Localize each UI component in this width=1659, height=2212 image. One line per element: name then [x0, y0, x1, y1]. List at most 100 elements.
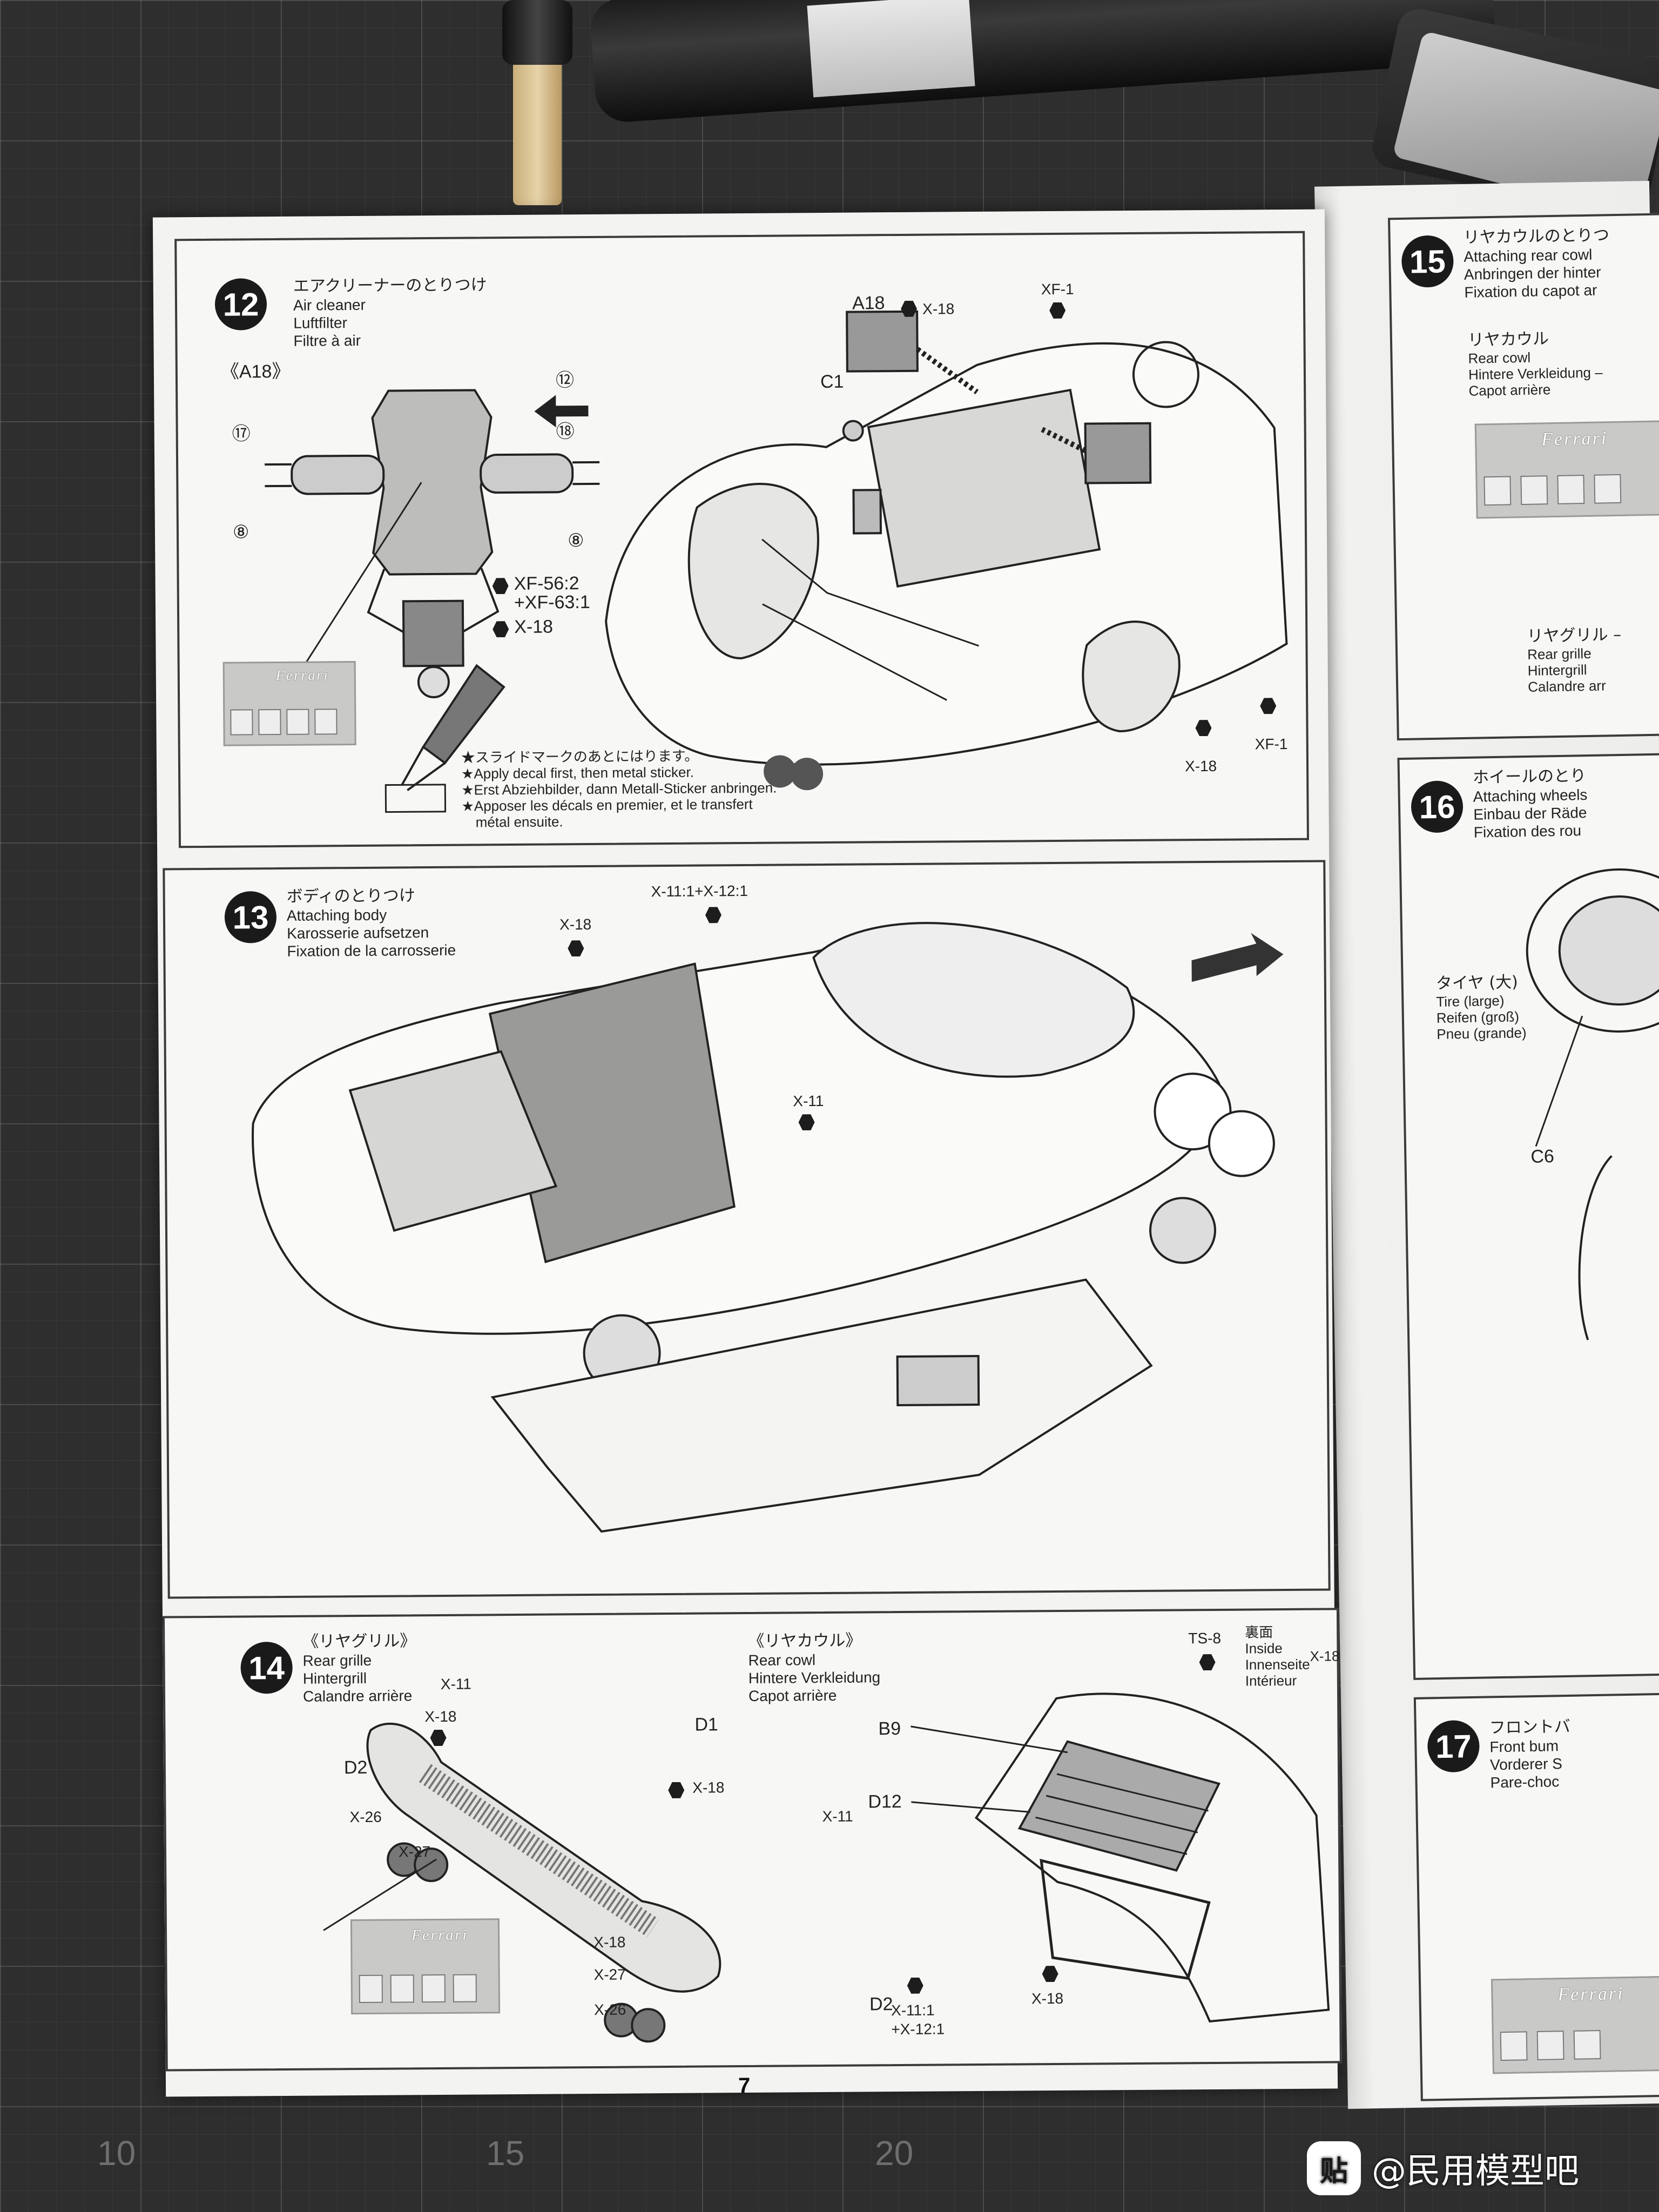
paint-x26-label: X-26 — [349, 1808, 382, 1826]
screw-x18-label: X-18 — [559, 915, 592, 933]
step-number: 15 — [1401, 235, 1454, 288]
paint-x18-label: X-18 — [1310, 1648, 1340, 1664]
step-title-de: Vorderer S — [1489, 1755, 1563, 1773]
tweezer-illustration — [385, 664, 505, 813]
grille-title-de: Hintergrill — [302, 1669, 367, 1687]
paint-mix-2: +XF-63:1 — [514, 591, 590, 613]
air-cleaner-illustration — [265, 389, 600, 700]
decal-tile — [1483, 476, 1512, 506]
ruler-number: 20 — [875, 2134, 914, 2173]
screw-x18-label: X-18 — [424, 1708, 457, 1725]
part-label-d2: D2 — [343, 1757, 368, 1778]
step-number: 14 — [240, 1641, 293, 1694]
decal-tile — [1520, 475, 1548, 505]
tire-label-jp: タイヤ (大) — [1435, 973, 1519, 993]
tieba-logo-icon: 贴 — [1307, 2141, 1361, 2195]
paint-screw: X-18 — [514, 616, 554, 637]
screw-x18-label: X-18 — [692, 1779, 725, 1796]
decal-tile — [1500, 2031, 1528, 2061]
screw-mix-2: +X-12:1 — [891, 2020, 945, 2038]
paint-x18-label: X-18 — [922, 300, 955, 318]
screw-mix-label: X-11:1+X-12:1 — [651, 882, 748, 900]
decal-tile — [258, 709, 281, 736]
paint-ts8-label: TS-8 — [1188, 1629, 1222, 1647]
part-label-d1: D1 — [694, 1714, 718, 1735]
callout-number: ⑱ — [556, 421, 575, 442]
rear-grille-illustration — [323, 1722, 721, 2043]
step-16-panel: 16 ホイールのとり Attaching wheels Einbau der R… — [1397, 753, 1659, 1680]
step-title-fr: Filtre à air — [293, 332, 361, 349]
decal-logo-text: Ferrari — [411, 1926, 469, 1944]
note-fr-2: métal ensuite. — [475, 813, 563, 831]
step-15-panel: 15 リヤカウルのとりつ Attaching rear cowl Anbring… — [1388, 213, 1659, 741]
decal-tile — [1573, 2029, 1601, 2060]
step-title-en: Air cleaner — [293, 296, 366, 314]
part-label-b9: B9 — [878, 1718, 901, 1739]
part-label-c1: C1 — [820, 371, 844, 392]
paint-x18-label: X-18 — [1184, 757, 1217, 775]
paint-x27-label: X-27 — [594, 1966, 626, 1983]
paint-x26-label: X-26 — [594, 2001, 626, 2018]
step-13-panel: 13 ボディのとりつけ Attaching body Karosserie au… — [163, 860, 1331, 1599]
decal-tile — [421, 1974, 446, 2003]
decal-tile — [390, 1974, 414, 2003]
cowl-title-en: Rear cowl — [748, 1651, 816, 1669]
decal-logo-text: Ferrari — [1541, 428, 1608, 450]
part-name-jp: リヤカウル — [1467, 329, 1549, 350]
watermark: 贴 @民用模型吧 — [1307, 2139, 1579, 2198]
grille-title-jp: 《リヤグリル》 — [302, 1631, 416, 1651]
decal-tile — [230, 709, 253, 736]
brush-ferrule — [502, 0, 572, 65]
decal-tile — [453, 1974, 477, 2002]
inside-label-de: Innenseite — [1245, 1656, 1310, 1673]
tire-label-fr: Pneu (grande) — [1437, 1024, 1527, 1042]
paint-xf1-label: XF-1 — [1041, 280, 1074, 298]
paint-marker-band — [807, 0, 975, 98]
instruction-page-right: 15 リヤカウルのとりつ Attaching rear cowl Anbring… — [1314, 180, 1659, 2109]
decal-sheet: Ferrari — [222, 661, 356, 746]
part-name-fr: Capot arrière — [1468, 381, 1551, 399]
screw-mix-1: X-11:1 — [891, 2001, 935, 2019]
step-title-en: Front bum — [1489, 1737, 1559, 1756]
decal-tile — [314, 709, 338, 735]
step-title-jp: ホイールのとり — [1472, 766, 1587, 787]
callout-number: ⑧ — [232, 522, 249, 543]
part-label-d12: D12 — [868, 1791, 902, 1812]
decal-tile — [359, 1974, 383, 2004]
step-title-fr: Fixation des rou — [1473, 822, 1582, 841]
screw-x18-label: X-18 — [1031, 1990, 1064, 2007]
part-name-fr: Calandre arr — [1527, 677, 1606, 695]
ruler-number: 10 — [97, 2134, 136, 2173]
paint-x27-label: X-27 — [398, 1843, 431, 1860]
screw-x11-label: X-11 — [440, 1675, 472, 1692]
step-12-panel: 12 エアクリーナーのとりつけ Air cleaner Luftfilter F… — [174, 231, 1309, 848]
callout-number: ⑰ — [232, 423, 251, 444]
part-name-de: Hintere Verkleidung – — [1468, 364, 1603, 383]
grille-title-en: Rear grille — [302, 1651, 372, 1669]
tire-illustration — [1526, 868, 1659, 1340]
part-label-a18: A18 — [852, 293, 885, 314]
part-label-c6: C6 — [1530, 1146, 1555, 1167]
step-17-panel: 17 フロントバ Front bum Vorderer S Pare-choc … — [1413, 1692, 1659, 2101]
paint-dot-icon — [1199, 1654, 1216, 1670]
watermark-text: @民用模型吧 — [1372, 2152, 1579, 2191]
decal-tile — [1557, 475, 1585, 504]
decal-sheet: Ferrari — [1474, 420, 1659, 519]
ruler-number: 15 — [486, 2134, 525, 2173]
step-title-jp: フロントバ — [1489, 1717, 1571, 1738]
decal-sheet: Ferrari — [1491, 1975, 1659, 2074]
decal-tile — [286, 709, 309, 735]
part-name-de: Hintergrill — [1527, 662, 1587, 679]
step-title-de: Luftfilter — [293, 314, 347, 332]
instruction-page-left: 12 エアクリーナーのとりつけ Air cleaner Luftfilter F… — [152, 209, 1342, 2098]
cowl-title-jp: 《リヤカウル》 — [748, 1631, 862, 1651]
decal-tile — [1536, 2031, 1564, 2061]
inside-label-en: Inside — [1245, 1640, 1283, 1657]
part-name-en: Rear grille — [1527, 645, 1591, 663]
decal-logo-text: Ferrari — [1557, 1984, 1624, 2005]
rear-cowl-illustration — [911, 1692, 1330, 2023]
decal-sheet: Ferrari — [350, 1918, 501, 2015]
callout-number: ⑧ — [567, 530, 584, 551]
paint-mix-1: XF-56:2 — [514, 573, 579, 594]
tire-label-en: Tire (large) — [1436, 992, 1505, 1010]
